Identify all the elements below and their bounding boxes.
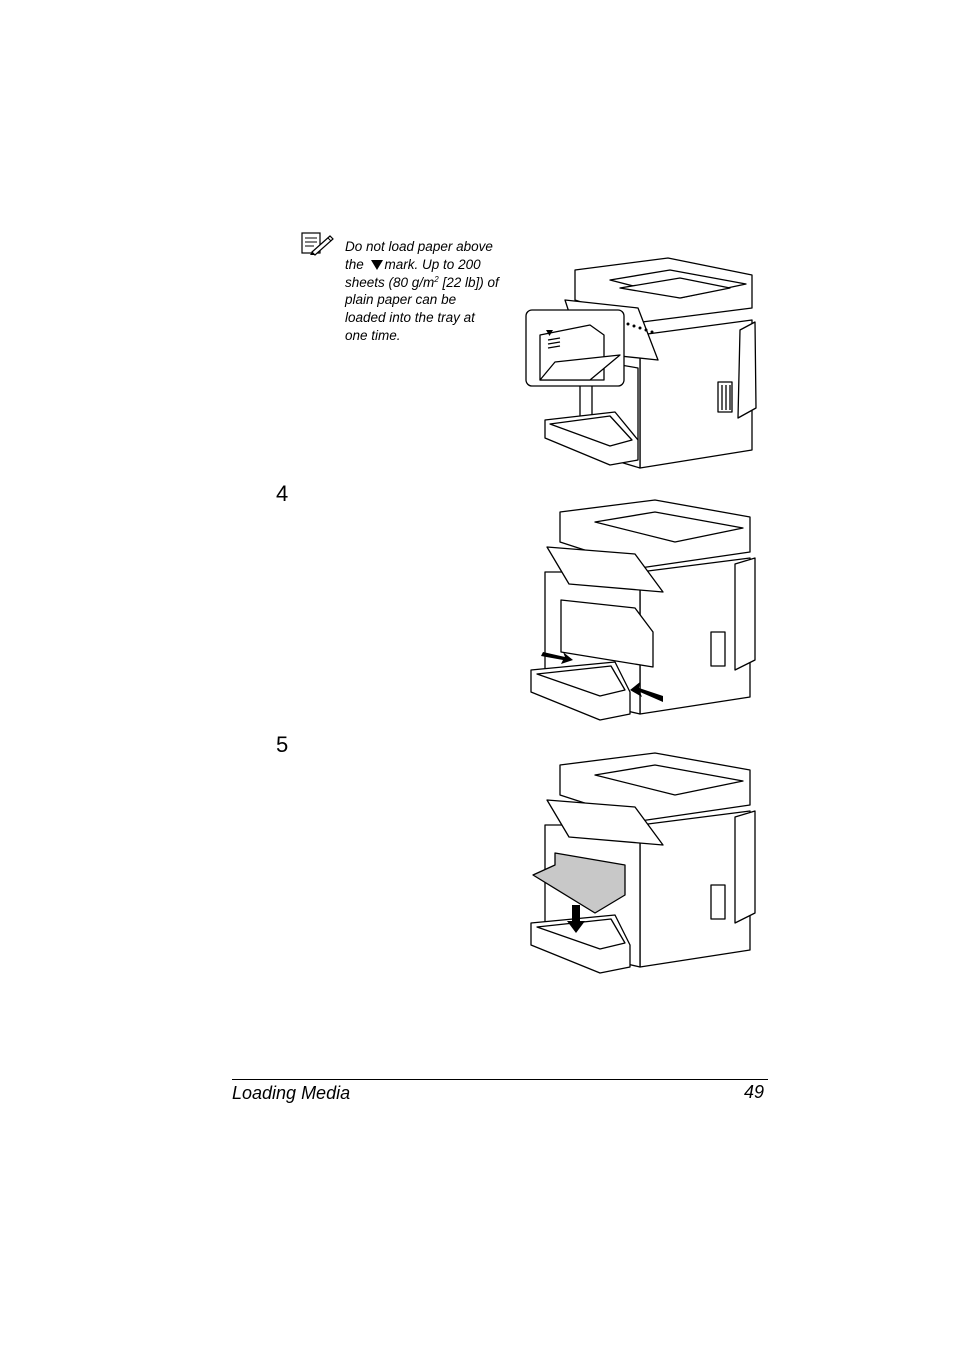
note-text: Do not load paper above the mark. Up to …: [345, 238, 515, 345]
note-line-1: Do not load paper above: [345, 239, 493, 254]
step-number: 5: [276, 732, 289, 757]
note-pencil-icon: [301, 232, 334, 256]
step-number: 4: [276, 481, 289, 506]
note-line-4: plain paper can be: [345, 292, 457, 308]
printer-illustration-guides: [530, 499, 756, 721]
note-line-3: sheets (80 g/m2 [22 lb]) of: [345, 274, 499, 290]
note-line-5: loaded into the tray at: [345, 310, 475, 326]
triangle-mark-icon: [370, 259, 383, 270]
footer-rule: [232, 1079, 768, 1080]
footer-section-title: Loading Media: [232, 1083, 351, 1103]
page-number: 49: [744, 1082, 765, 1102]
note-line-6: one time.: [345, 327, 401, 343]
printer-illustration-tray-limit: [525, 257, 757, 469]
note-line-2: the mark. Up to 200: [345, 256, 481, 272]
printer-illustration-extension: [530, 752, 756, 974]
